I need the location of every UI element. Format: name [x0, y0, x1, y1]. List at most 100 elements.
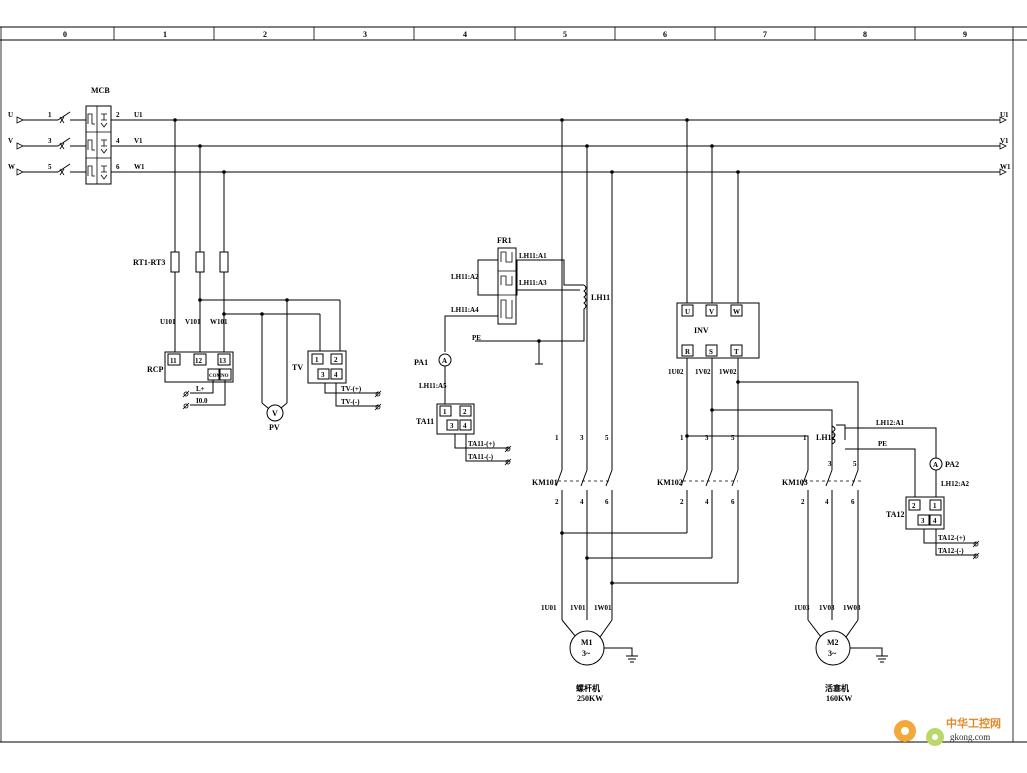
- rcp-out-l: L+: [196, 385, 205, 393]
- inv-wire-v: 1V02: [695, 368, 711, 376]
- m2-wire-v: 1V03: [819, 604, 835, 612]
- inv-in-w: W: [733, 308, 740, 316]
- km103-label: KM103: [782, 478, 808, 487]
- km102-pin-1: 1: [680, 434, 684, 442]
- ta12-label: TA12: [886, 510, 905, 519]
- fuse-rt3: [219, 251, 229, 273]
- km101-pin-5: 5: [605, 434, 609, 442]
- mcb-pin-3: 3: [48, 137, 52, 145]
- lh12-label: LH12: [816, 433, 836, 442]
- fr1-tag-a1: LH11:A1: [519, 252, 547, 260]
- m2-name: 活塞机: [825, 683, 849, 693]
- m2-power: 160KW: [826, 694, 852, 703]
- rcp-no: NO: [221, 374, 229, 379]
- km103-pin-1: 1: [803, 434, 807, 442]
- tv-term-3: 3: [321, 371, 325, 379]
- ta11-term-1: 1: [443, 408, 447, 416]
- fr1-tag-a2: LH11:A2: [451, 273, 479, 281]
- tv-label: TV: [292, 363, 303, 372]
- bus-label-u1: U1: [134, 111, 143, 119]
- ta11-term-3: 3: [450, 422, 454, 430]
- m2-wire-u: 1U03: [794, 604, 810, 612]
- pe-label-1: PE: [472, 334, 481, 342]
- ruler-col-1: 1: [163, 30, 167, 39]
- tv-term-1: 1: [315, 356, 319, 364]
- km103-pin-6: 6: [851, 498, 855, 506]
- pa1-symbol: A: [442, 357, 447, 365]
- mcb-pin-5: 5: [48, 163, 52, 171]
- mcb-pin-4: 4: [116, 137, 120, 145]
- km101-pin-4: 4: [580, 498, 584, 506]
- ruler-col-7: 7: [763, 30, 767, 39]
- motor1-branch: 1 3 5 KM101 2 4 6 1U01 1V01 1W01 M1 3~ 螺…: [532, 118, 638, 703]
- km101-pin-2: 2: [555, 498, 559, 506]
- pv-label: PV: [269, 423, 280, 432]
- watermark-url: gkong.com: [950, 732, 990, 742]
- mcb-label: MCB: [91, 86, 110, 95]
- watermark-cn: 中华工控网: [946, 716, 1001, 730]
- inv-wire-u: 1U02: [668, 368, 684, 376]
- mcb-pin-1: 1: [48, 111, 52, 119]
- km101-pin-3: 3: [580, 434, 584, 442]
- rcp-wire-u101: U101: [160, 318, 176, 326]
- ruler-col-5: 5: [563, 30, 567, 39]
- inv-out-s: S: [709, 348, 713, 356]
- m2-phase: 3~: [828, 649, 837, 658]
- ruler-col-4: 4: [463, 30, 467, 39]
- ruler-col-0: 0: [63, 30, 67, 39]
- km101-pin-1: 1: [555, 434, 559, 442]
- metering-branch: RT1-RT3 V PV U101 V101 W101 RCP 11 12 13…: [133, 118, 382, 432]
- km103-pin-3: 3: [828, 460, 832, 468]
- ta11-label: TA11: [416, 417, 434, 426]
- title-ruler: 0 1 2 3 4 5 6 7 8 9: [0, 26, 1027, 743]
- ruler-col-8: 8: [863, 30, 867, 39]
- motor2-branch: LH12 LH12:A1 PE 1 3 5 KM103 2 4 6 1U03 1…: [687, 381, 980, 703]
- ruler-col-6: 6: [663, 30, 667, 39]
- fuse-label: RT1-RT3: [133, 258, 165, 267]
- inverter-branch: U V W INV R S T 1U02 1V02 1W02 1 3 5 KM1…: [560, 118, 760, 585]
- bus-label-w1: W1: [134, 163, 145, 171]
- motor-m2: [815, 630, 851, 666]
- km103-pin-5: 5: [853, 460, 857, 468]
- m1-power: 250KW: [577, 694, 603, 703]
- bus-out-v1: V1: [1000, 137, 1009, 145]
- m1-wire-v: 1V01: [570, 604, 586, 612]
- inv-in-u: U: [685, 308, 690, 316]
- ta12-term-4: 4: [933, 517, 937, 525]
- pa1-tag: LH11:A5: [419, 382, 447, 390]
- m1-phase: 3~: [582, 649, 591, 658]
- motor-m1: [569, 630, 605, 666]
- km103-pin-4: 4: [825, 498, 829, 506]
- inv-wire-w: 1W02: [719, 368, 737, 376]
- phase-in-w: W: [8, 163, 15, 171]
- fuse-rt2: [195, 251, 205, 273]
- km102-pin-6: 6: [731, 498, 735, 506]
- km102-pin-4: 4: [705, 498, 709, 506]
- tv-term-2: 2: [334, 356, 338, 364]
- tv-out-plus: TV-(+): [341, 385, 362, 393]
- pa1-label: PA1: [414, 358, 428, 367]
- ta12-out-plus: TA12-(+): [938, 534, 966, 542]
- pa2-label: PA2: [945, 460, 959, 469]
- m2-label: M2: [827, 638, 839, 647]
- ta11-branch: FR1 LH11:A1 LH11:A2 LH11:A3 LH11:A4 LH11…: [414, 236, 610, 466]
- bus-out-u1: U1: [1000, 111, 1009, 119]
- mcb-pin-6: 6: [116, 163, 120, 171]
- m2-wire-w: 1W03: [843, 604, 861, 612]
- rcp-com: COM: [209, 374, 222, 379]
- ta11-term-4: 4: [463, 422, 467, 430]
- inv-label: INV: [694, 326, 709, 335]
- ta12-term-1: 1: [933, 502, 937, 510]
- pv-symbol: V: [272, 409, 278, 418]
- inv-out-t: T: [734, 348, 739, 356]
- ruler-col-2: 2: [263, 30, 267, 39]
- ta11-out-minus: TA11-(-): [468, 453, 494, 461]
- voltmeter-pv: [266, 404, 284, 422]
- km101-pin-6: 6: [605, 498, 609, 506]
- inv-out-r: R: [685, 348, 691, 356]
- pe-label-2: PE: [878, 440, 887, 448]
- rcp-wire-w101: W101: [210, 318, 228, 326]
- ta12-out-minus: TA12-(-): [938, 547, 964, 555]
- km101-label: KM101: [532, 478, 558, 487]
